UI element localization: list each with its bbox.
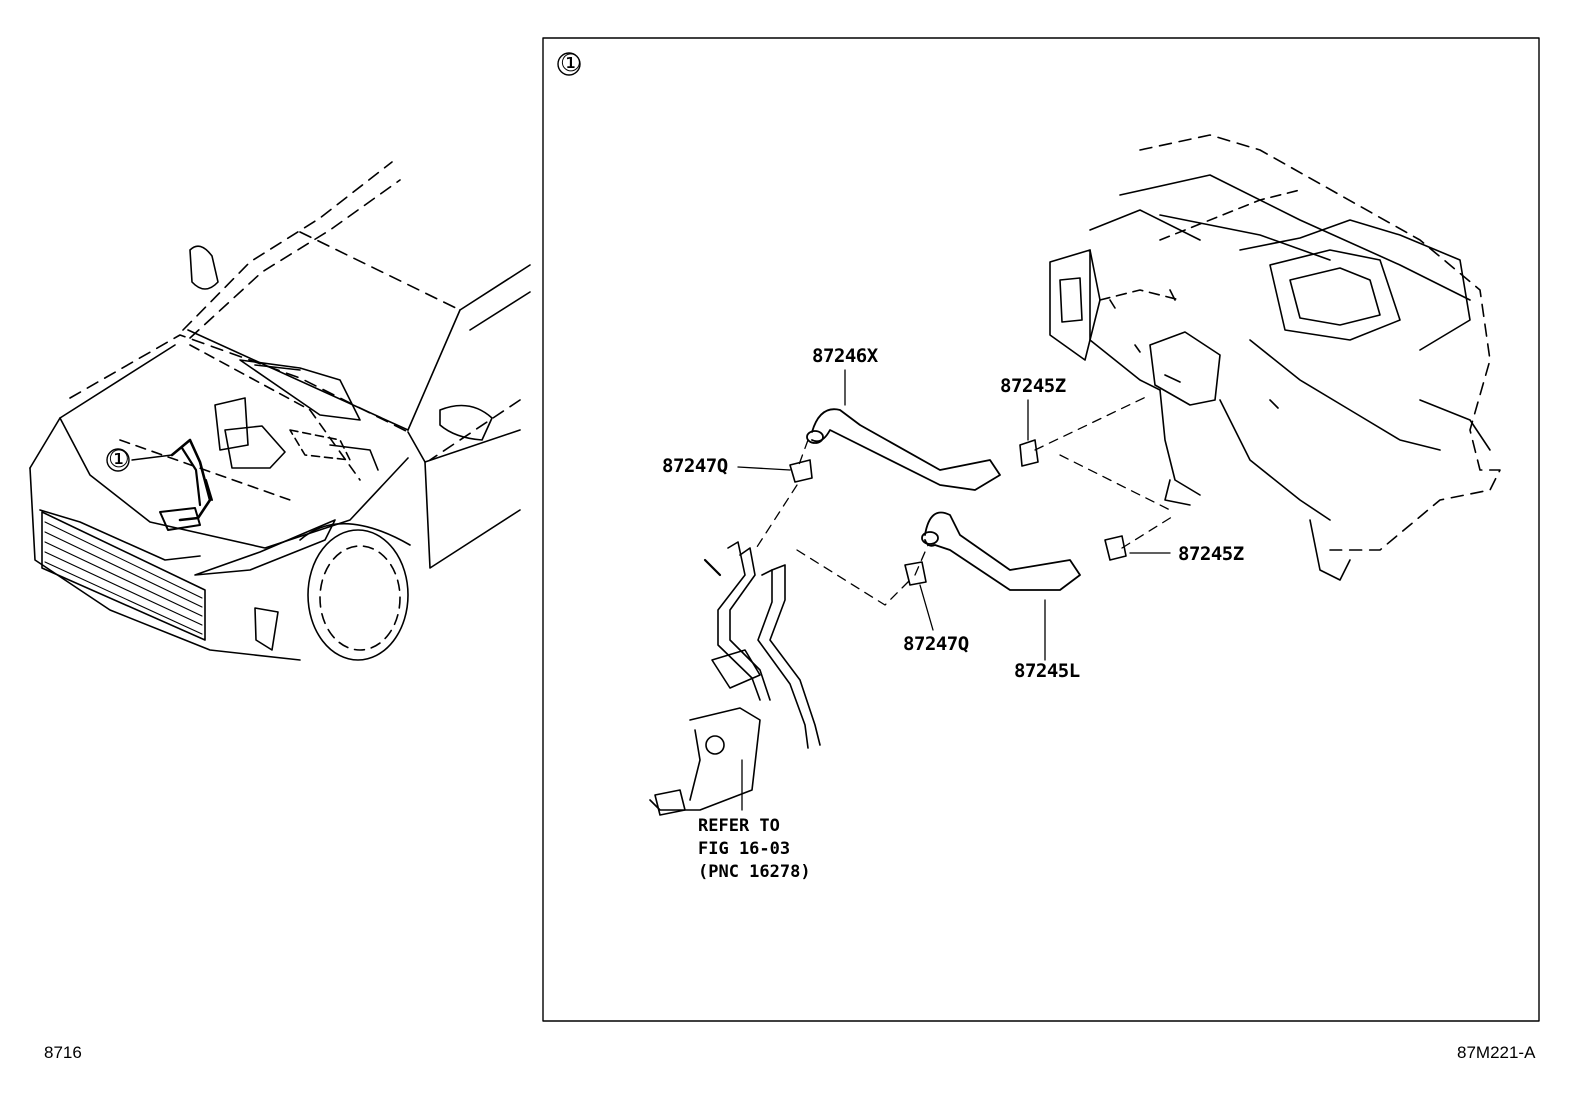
part-label-87246X: 87246X <box>812 345 878 367</box>
panel-ref-circle <box>557 52 581 76</box>
water-pipe-drawing <box>649 541 821 816</box>
connection-lines <box>754 394 1176 606</box>
footer-left-code: 8716 <box>44 1043 82 1062</box>
part-label-87245Z-upper: 87245Z <box>1000 375 1066 397</box>
footer-right-code: 87M221-A <box>1457 1043 1536 1062</box>
refer-note-line3: (PNC 16278) <box>698 862 811 882</box>
hose-87246X-drawing <box>806 408 1001 491</box>
detail-panel-frame <box>542 37 1540 1022</box>
part-label-87247Q-lower: 87247Q <box>903 633 969 655</box>
clamp-icons <box>789 439 1127 586</box>
refer-note-line1: REFER TO <box>698 816 780 836</box>
refer-note: REFER TO FIG 16-03 (PNC 16278) <box>698 815 811 884</box>
refer-note-line2: FIG 16-03 <box>698 839 791 859</box>
part-label-87247Q-upper: 87247Q <box>662 455 728 477</box>
overview-ref-marker: ① <box>108 445 130 473</box>
panel-ref-marker: ① <box>560 49 582 77</box>
leader-lines <box>737 369 1171 811</box>
hose-87245L-drawing <box>921 511 1081 591</box>
car-overview-drawing <box>29 161 531 661</box>
part-label-87245Z-lower: 87245Z <box>1178 543 1244 565</box>
part-label-87245L: 87245L <box>1014 660 1080 682</box>
heater-unit-drawing <box>1049 134 1501 581</box>
